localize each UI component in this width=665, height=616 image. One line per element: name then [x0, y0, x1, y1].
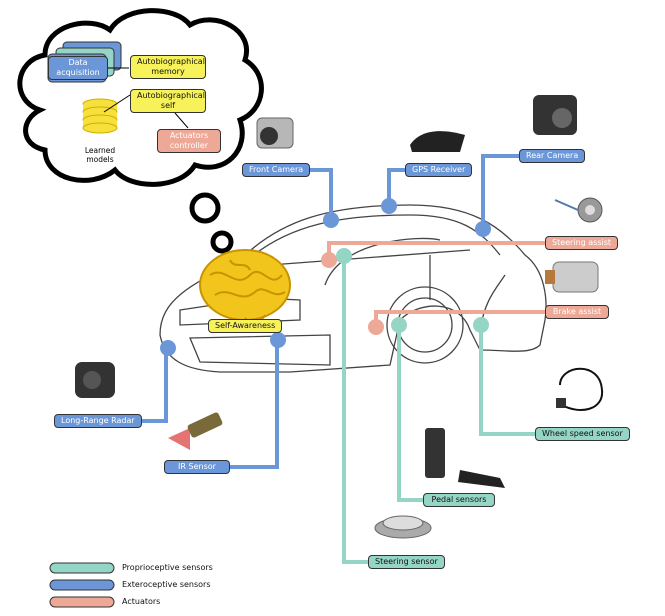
- actuator-nodes: [321, 252, 384, 335]
- data-acquisition-box: Data acquisition: [48, 56, 108, 80]
- rear-camera-label: Rear Camera: [526, 151, 579, 160]
- actuators-controller-label: Actuators controller: [169, 131, 209, 150]
- legend-actuators-label: Actuators: [122, 597, 161, 606]
- legend-proprioceptive-label: Proprioceptive sensors: [122, 563, 213, 572]
- gps-receiver-icon: [410, 131, 465, 152]
- pedal-sensors-label: Pedal sensors: [431, 495, 487, 504]
- brake-assist-box: Brake assist: [545, 305, 609, 319]
- long-range-radar-icon: [75, 362, 115, 398]
- self-awareness-box: Self-Awareness: [208, 319, 283, 333]
- legend-swatch-proprioceptive: [49, 562, 115, 574]
- ir-sensor-icon: [168, 412, 223, 450]
- data-acquisition-label: Data acquisition: [56, 58, 100, 77]
- autobiographical-self-box: Autobiographical self: [130, 89, 206, 113]
- legend-exteroceptive-label: Exteroceptive sensors: [122, 580, 211, 589]
- thought-bubble-large: [189, 192, 221, 224]
- gps-receiver-box: GPS Receiver: [405, 163, 473, 177]
- actuators-controller-box: Actuators controller: [157, 129, 221, 153]
- wheel-speed-sensor-box: Wheel speed sensor: [535, 427, 630, 441]
- steering-sensor-icon: [374, 515, 432, 539]
- wheel-speed-sensor-label: Wheel speed sensor: [542, 429, 623, 438]
- steering-assist-icon: [554, 197, 603, 223]
- legend-swatch-actuators: [49, 596, 115, 608]
- front-camera-box: Front Camera: [242, 163, 311, 177]
- learned-models-label: Learned models: [84, 146, 116, 164]
- autobiographical-memory-label: Autobiographical memory: [137, 57, 205, 76]
- steering-assist-label: Steering assist: [552, 238, 612, 247]
- proprioceptive-connections: [342, 256, 536, 564]
- brake-assist-label: Brake assist: [552, 307, 602, 316]
- brain-icon: [199, 249, 291, 323]
- pedal-sensors-box: Pedal sensors: [423, 493, 495, 507]
- ir-sensor-box: IR Sensor: [164, 460, 230, 474]
- ir-sensor-label: IR Sensor: [178, 462, 216, 471]
- autobiographical-memory-box: Autobiographical memory: [130, 55, 206, 79]
- exteroceptive-nodes: [160, 198, 491, 356]
- database-icon: [82, 98, 118, 134]
- long-range-radar-label: Long-Range Radar: [61, 416, 135, 425]
- front-camera-label: Front Camera: [249, 165, 304, 174]
- proprioceptive-nodes: [336, 248, 489, 333]
- actuator-connections: [327, 241, 547, 322]
- brake-assist-icon: [545, 261, 599, 293]
- thought-cloud: [17, 8, 264, 254]
- autobiographical-self-label: Autobiographical self: [137, 91, 205, 110]
- gps-receiver-label: GPS Receiver: [412, 165, 466, 174]
- pedal-sensors-icon: [425, 428, 505, 488]
- legend-swatch-exteroceptive: [49, 579, 115, 591]
- steering-assist-box: Steering assist: [545, 236, 619, 250]
- self-awareness-label: Self-Awareness: [215, 321, 276, 330]
- long-range-radar-box: Long-Range Radar: [54, 414, 142, 428]
- wheel-speed-sensor-icon: [556, 367, 604, 411]
- thought-bubble-small: [210, 230, 234, 254]
- steering-sensor-label: Steering sensor: [375, 557, 438, 566]
- front-camera-icon: [256, 117, 294, 149]
- rear-camera-box: Rear Camera: [519, 149, 586, 163]
- steering-sensor-box: Steering sensor: [368, 555, 445, 569]
- rear-camera-icon: [533, 95, 577, 135]
